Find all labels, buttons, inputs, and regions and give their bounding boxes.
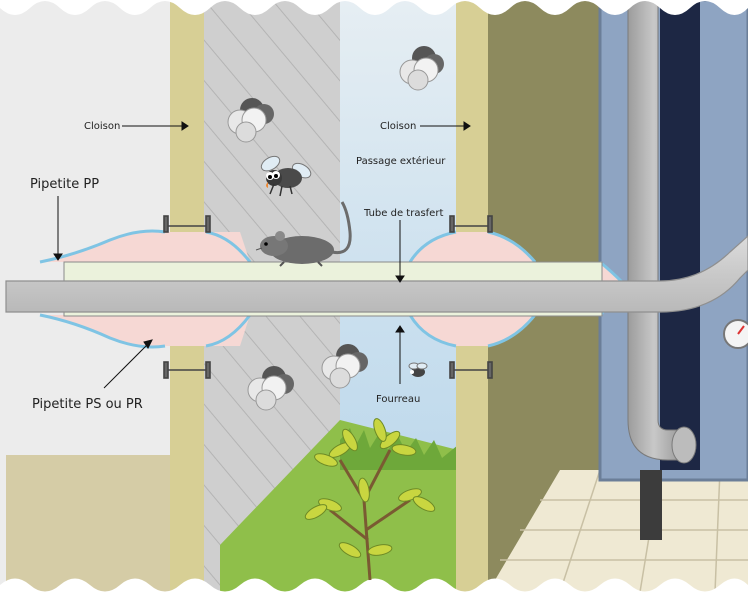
smoke-cloud-icon (247, 366, 294, 411)
transfer-tube (5, 235, 748, 313)
label-tube-de-transfert: Tube de trasfert (363, 208, 443, 219)
boiler-dark-panel (660, 0, 700, 470)
label-passage-exterieur: Passage extérieur (356, 155, 446, 167)
seal-right-top (408, 230, 537, 263)
seal-right-bottom (408, 314, 537, 348)
gauge-icon (723, 319, 748, 349)
smoke-cloud-icon (227, 98, 274, 143)
boiler-foot (640, 470, 662, 540)
label-cloison-left: Cloison (84, 121, 120, 132)
rat-icon (255, 201, 352, 267)
fly-icon (408, 362, 428, 377)
label-cloison-right: Cloison (380, 121, 416, 132)
smoke-cloud-icon (321, 344, 368, 389)
seal-left-bottom (39, 313, 252, 349)
wavy-bottom-edge (0, 578, 748, 592)
smoke-cloud-icon (399, 46, 444, 91)
wavy-top-edge (0, 0, 748, 15)
annotation-arrows (53, 121, 471, 389)
label-pipetite-ps-pr: Pipetite PS ou PR (32, 397, 143, 412)
fly-icon (260, 155, 312, 197)
plant-icon (304, 418, 436, 581)
label-fourreau: Fourreau (376, 394, 420, 405)
clamps (163, 215, 493, 379)
label-pipetite-pp: Pipetite PP (30, 177, 99, 192)
floor-block (6, 455, 171, 592)
